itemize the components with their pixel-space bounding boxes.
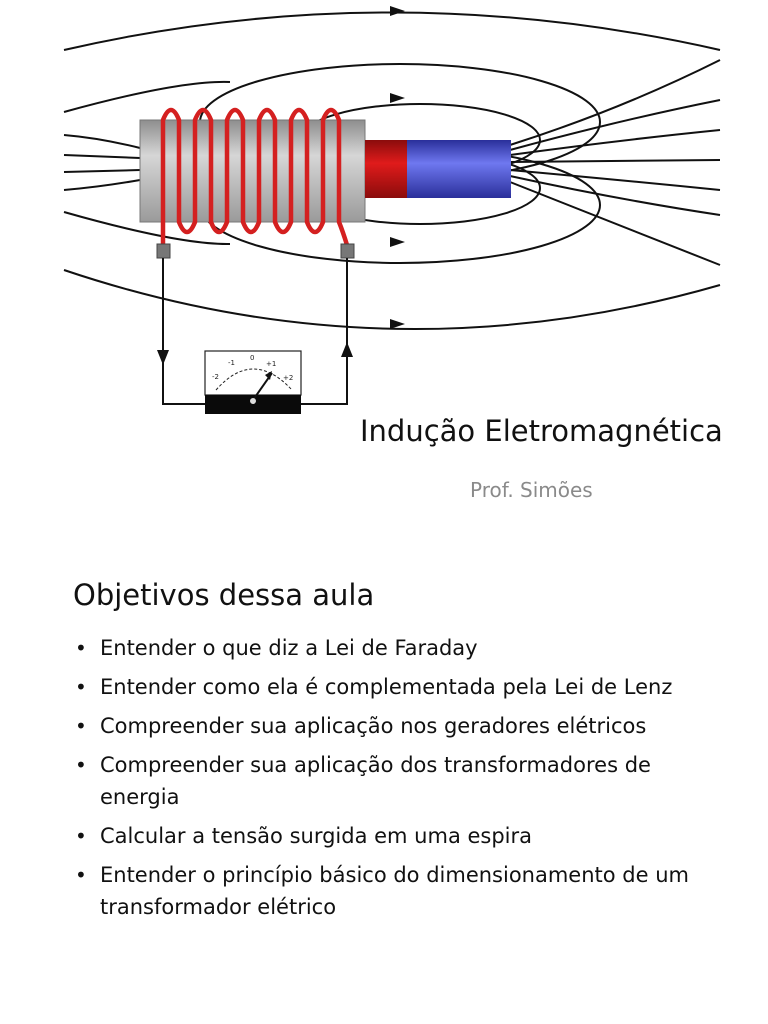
meter-label-minus2: -2 xyxy=(212,373,219,381)
galvanometer: -2 -1 0 +1 +2 xyxy=(204,350,302,414)
coil-terminal-left xyxy=(156,243,171,259)
objective-text: Entender o princípio básico do dimension… xyxy=(100,863,689,919)
meter-label-plus2: +2 xyxy=(283,374,293,382)
meter-label-plus1: +1 xyxy=(266,360,276,368)
circuit-wires xyxy=(162,258,348,405)
objective-text: Entender o que diz a Lei de Faraday xyxy=(100,636,478,660)
coil-magnet-diagram: -2 -1 0 +1 +2 xyxy=(63,6,721,414)
slide-title: Indução Eletromagnética xyxy=(360,414,723,448)
objective-item: • Entender o que diz a Lei de Faraday xyxy=(73,632,713,664)
bullet-icon: • xyxy=(75,636,87,660)
objective-item: • Compreender sua aplicação dos transform… xyxy=(73,749,713,813)
objective-item: • Compreender sua aplicação nos geradores… xyxy=(73,710,713,742)
magnet-north-pole xyxy=(365,140,407,198)
bullet-icon: • xyxy=(75,824,87,848)
objective-text: Entender como ela é complementada pela L… xyxy=(100,675,673,699)
current-arrow-up xyxy=(341,342,353,357)
meter-pivot xyxy=(250,398,256,404)
objective-item: • Entender como ela é complementada pela … xyxy=(73,671,713,703)
magnet-south-pole xyxy=(407,140,511,198)
field-arrows xyxy=(390,6,405,329)
coil-terminal-right xyxy=(340,243,355,259)
objective-item: • Entender o princípio básico do dimensio… xyxy=(73,859,713,923)
meter-label-zero: 0 xyxy=(250,354,254,362)
current-arrow-down xyxy=(157,350,169,365)
objective-text: Compreender sua aplicação dos transforma… xyxy=(100,753,651,809)
bullet-icon: • xyxy=(75,863,87,887)
electromagnetic-induction-figure: -2 -1 0 +1 +2 xyxy=(0,0,768,420)
slide-subtitle: Prof. Simões xyxy=(470,478,593,502)
meter-label-minus1: -1 xyxy=(228,359,235,367)
objective-text: Compreender sua aplicação nos geradores … xyxy=(100,714,647,738)
bullet-icon: • xyxy=(75,753,87,777)
objective-text: Calcular a tensão surgida em uma espira xyxy=(100,824,533,848)
iron-core xyxy=(139,119,366,223)
bullet-icon: • xyxy=(75,675,87,699)
bullet-icon: • xyxy=(75,714,87,738)
objective-item: • Calcular a tensão surgida em uma espira xyxy=(73,820,713,852)
objectives-heading: Objetivos dessa aula xyxy=(73,578,375,612)
coil-windings xyxy=(160,107,350,246)
objectives-list: • Entender o que diz a Lei de Faraday • En… xyxy=(73,632,713,930)
